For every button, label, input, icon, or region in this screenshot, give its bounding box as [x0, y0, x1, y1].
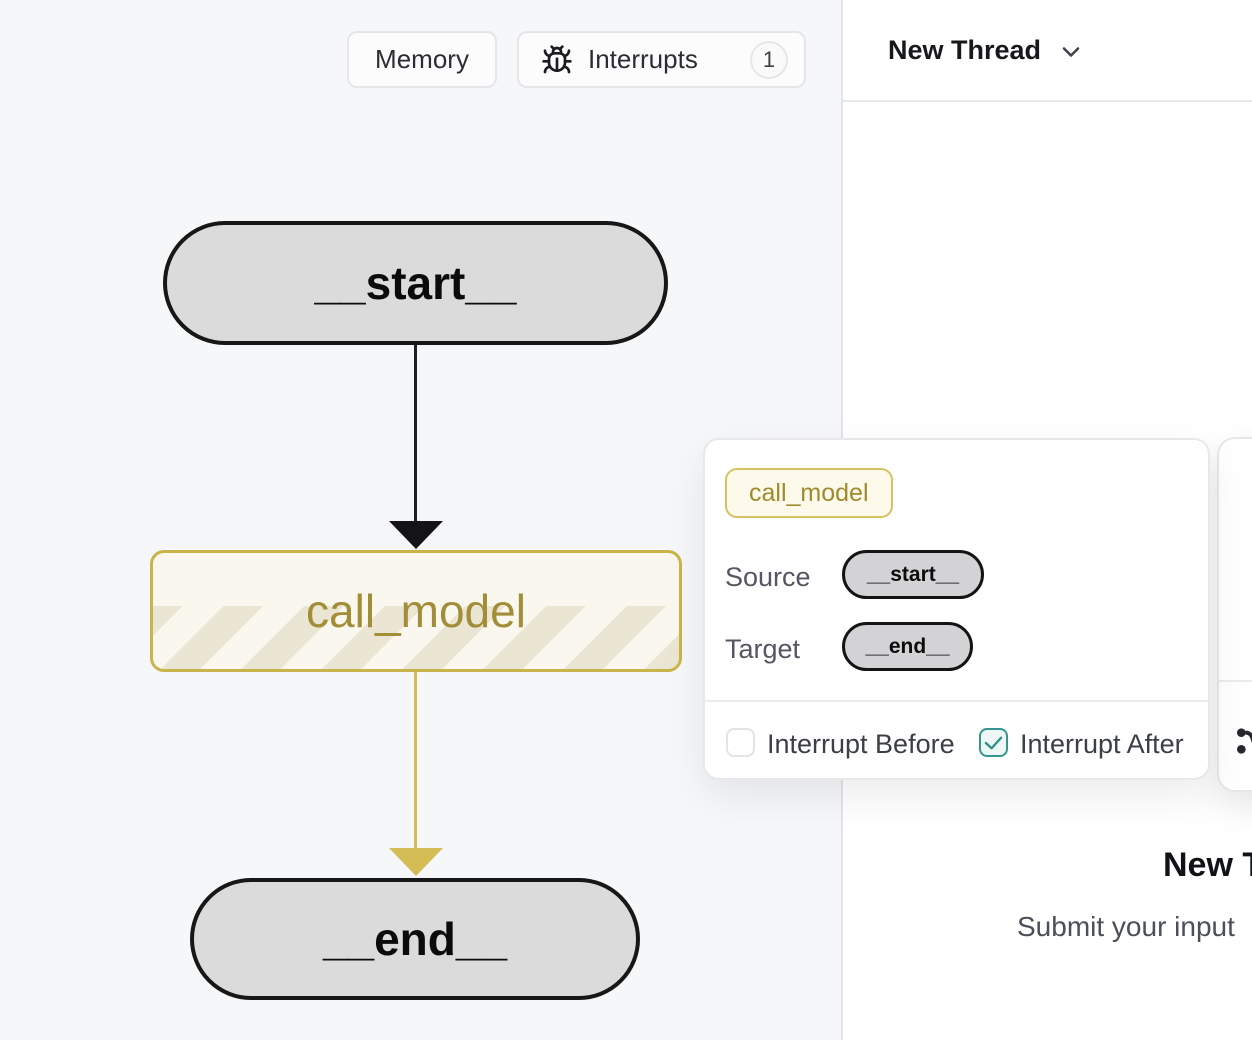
- bug-icon: [542, 44, 572, 73]
- interrupt-after-label[interactable]: Interrupt After: [1020, 729, 1184, 759]
- target-label: Target: [725, 634, 801, 664]
- graph-node-end[interactable]: __end__: [190, 878, 640, 1000]
- memory-button[interactable]: Memory: [347, 31, 497, 88]
- graph-node-call-model-label: call_model: [306, 585, 526, 637]
- popover-node-chip: call_model: [725, 468, 893, 518]
- interrupt-after-checkbox[interactable]: [979, 728, 1008, 757]
- memory-button-label: Memory: [375, 44, 469, 74]
- source-value-pill: __start__: [842, 550, 984, 599]
- checkmark-icon: [984, 736, 1003, 750]
- arrowhead-callmodel-to-end: [389, 848, 443, 876]
- edge-callmodel-to-end[interactable]: [414, 672, 417, 852]
- popover-divider: [705, 700, 1208, 702]
- thread-view-subtext: Submit your input: [1017, 911, 1235, 942]
- target-value-pill: __end__: [842, 622, 973, 671]
- graph-node-start[interactable]: __start__: [163, 221, 668, 345]
- thread-header: New Thread: [843, 0, 1252, 102]
- graph-node-start-label: __start__: [314, 257, 517, 309]
- interrupts-button-label: Interrupts: [588, 44, 698, 74]
- edge-start-to-callmodel[interactable]: [414, 345, 417, 525]
- interrupt-before-checkbox[interactable]: [726, 728, 755, 757]
- arrowhead-start-to-callmodel: [389, 521, 443, 549]
- graph-node-call-model[interactable]: call_model: [150, 550, 682, 672]
- node-details-popover: call_model Source __start__ Target __end…: [703, 438, 1210, 780]
- thread-view-heading: New Thread: [1163, 846, 1252, 884]
- chevron-down-icon[interactable]: [1057, 38, 1085, 66]
- interrupts-button[interactable]: Interrupts 1: [517, 31, 806, 88]
- graph-node-end-label: __end__: [322, 913, 508, 965]
- source-label: Source: [725, 562, 811, 592]
- interrupts-count-badge: 1: [750, 40, 788, 79]
- background-card: [1217, 437, 1252, 792]
- interrupt-before-label[interactable]: Interrupt Before: [767, 729, 955, 759]
- thread-title[interactable]: New Thread: [888, 34, 1042, 65]
- graph-branch-icon[interactable]: [1233, 721, 1252, 761]
- background-card-divider: [1219, 680, 1252, 682]
